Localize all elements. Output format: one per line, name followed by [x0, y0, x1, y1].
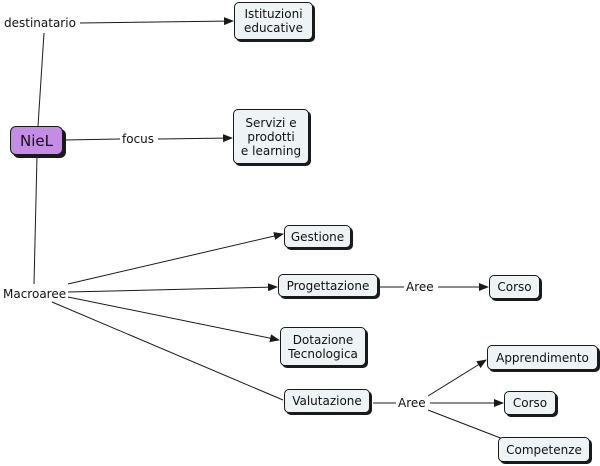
edge-macroaree-gestione [67, 232, 284, 285]
edge-macroaree-progettazione [67, 283, 278, 293]
edge-niel-macroaree [33, 155, 38, 285]
istituzioni-educative-node[interactable]: Istituzioni educative [234, 2, 313, 40]
edge-niel-destinatario [37, 32, 45, 127]
edge-destinatario-istituzioni [79, 17, 234, 26]
progettazione-node[interactable]: Progettazione [278, 274, 378, 297]
edge-macroaree-valutazione [51, 301, 284, 401]
apprendimento-node[interactable]: Apprendimento [487, 345, 598, 370]
dotazione-tecnologica-node[interactable]: Dotazione Tecnologica [280, 327, 366, 366]
corso-valutazione-node[interactable]: Corso [504, 391, 556, 415]
aree-valutazione-label: Aree [396, 396, 428, 410]
edge-aree-apprendimento [427, 359, 487, 397]
niel-root-node[interactable]: NieL [10, 126, 63, 155]
focus-label: focus [120, 132, 157, 146]
macroaree-label: Macroaree [1, 287, 69, 301]
edge-focus-servizi [157, 134, 233, 143]
edge-niel-focus [63, 138, 121, 141]
edge-aree-competenze [427, 409, 504, 440]
destinatario-label: destinatario [2, 16, 78, 30]
competenze-node[interactable]: Competenze [498, 437, 590, 462]
edge-macroaree-dotazione [67, 296, 280, 343]
servizi-prodotti-elearning-node[interactable]: Servizi e prodotti e learning [233, 109, 309, 164]
valutazione-node[interactable]: Valutazione [284, 389, 370, 413]
aree-progettazione-label: Aree [404, 280, 436, 294]
corso-progettazione-node[interactable]: Corso [489, 275, 540, 299]
gestione-node[interactable]: Gestione [284, 225, 351, 248]
